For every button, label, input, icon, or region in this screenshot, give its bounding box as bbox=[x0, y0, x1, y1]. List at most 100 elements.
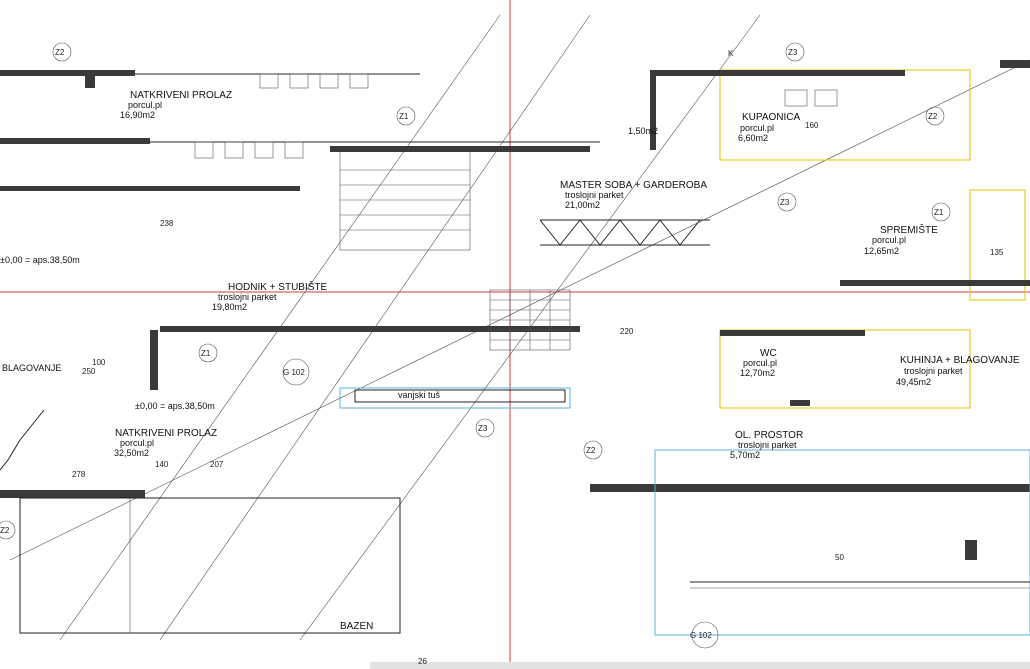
tag-circle-z3-a bbox=[785, 42, 805, 62]
tag-circle-z2-c bbox=[583, 440, 603, 460]
tag-z3-b: Z3 bbox=[780, 198, 790, 207]
tag-circle-z3-c bbox=[475, 418, 495, 438]
pergola-cell-2 bbox=[224, 141, 244, 159]
tag-circle-z2-d bbox=[0, 520, 16, 540]
tag-z2-d: Z2 bbox=[0, 526, 10, 535]
wall-storage bbox=[840, 280, 1030, 286]
room-bathroom: KUPAONICA porcul.pl 6,60m2 bbox=[738, 112, 800, 143]
tag-z2-c: Z2 bbox=[586, 446, 596, 455]
room-dining-left: BLAGOVANJE bbox=[2, 363, 61, 373]
svg-text:49,45m2: 49,45m2 bbox=[896, 377, 931, 387]
dim-140: 140 bbox=[155, 460, 169, 469]
pergola-cell-4 bbox=[284, 141, 304, 159]
tag-g102-b: G 102 bbox=[690, 631, 712, 640]
tag-g102-a: G 102 bbox=[283, 368, 305, 377]
dim-135: 135 bbox=[990, 248, 1004, 257]
tag-z3-c: Z3 bbox=[478, 424, 488, 433]
dim-220: 220 bbox=[620, 327, 634, 336]
svg-text:OL. PROSTOR: OL. PROSTOR bbox=[735, 430, 803, 441]
tag-z3-a: Z3 bbox=[788, 48, 798, 57]
svg-text:troslojni parket: troslojni parket bbox=[565, 190, 624, 200]
svg-text:porcul.pl: porcul.pl bbox=[743, 358, 777, 368]
room-hallway: HODNIK + STUBIŠTE troslojni parket 19,80… bbox=[212, 280, 328, 312]
room-small-area: 1,50m2 bbox=[628, 126, 658, 136]
wall-bottom-left bbox=[0, 490, 145, 498]
wall-living-right bbox=[965, 540, 977, 560]
living-outline-blue bbox=[654, 449, 1030, 636]
tag-circle-z2-a bbox=[52, 42, 72, 62]
dim-278: 278 bbox=[72, 470, 86, 479]
wall-living-top bbox=[590, 484, 1030, 492]
wall-hallway-left bbox=[150, 330, 158, 390]
dim-100: 100 bbox=[92, 358, 106, 367]
svg-text:32,50m2: 32,50m2 bbox=[114, 448, 149, 458]
svg-text:WC: WC bbox=[760, 348, 777, 359]
svg-text:porcul.pl: porcul.pl bbox=[872, 235, 906, 245]
dim-207: 207 bbox=[210, 460, 224, 469]
dim-26: 26 bbox=[418, 657, 427, 666]
svg-text:MASTER SOBA + GARDEROBA: MASTER SOBA + GARDEROBA bbox=[560, 180, 707, 191]
wall-bathroom-top bbox=[650, 70, 905, 76]
svg-text:16,90m2: 16,90m2 bbox=[120, 110, 155, 120]
svg-text:troslojni parket: troslojni parket bbox=[218, 292, 277, 302]
shower-box bbox=[354, 389, 566, 403]
tag-z1-a: Z1 bbox=[399, 112, 409, 121]
room-covered-passage-bottom: NATKRIVENI PROLAZ porcul.pl 32,50m2 bbox=[114, 428, 217, 458]
wardrobe-pattern bbox=[539, 219, 701, 246]
level-marker-b: ±0,00 = aps.38,50m bbox=[135, 401, 215, 411]
tag-z2-a: Z2 bbox=[55, 48, 65, 57]
tag-circle-z3-b bbox=[777, 192, 797, 212]
room-storage: SPREMIŠTE porcul.pl 12,65m2 bbox=[864, 223, 938, 256]
room-kitchen: KUHINJA + BLAGOVANJE troslojni parket 49… bbox=[896, 355, 1020, 387]
wall-kitchen-top bbox=[720, 330, 865, 336]
level-marker-a: ±0,00 = aps.38,50m bbox=[0, 255, 80, 265]
wall-right-upper bbox=[1000, 60, 1030, 68]
pergola-cell-5 bbox=[259, 73, 279, 89]
wall-top-left bbox=[0, 70, 135, 76]
dim-250: 250 bbox=[82, 367, 96, 376]
svg-text:NATKRIVENI PROLAZ: NATKRIVENI PROLAZ bbox=[130, 90, 232, 101]
wall-top-left-column bbox=[85, 76, 95, 88]
svg-text:KUPAONICA: KUPAONICA bbox=[742, 112, 800, 123]
bottom-bar bbox=[370, 662, 1030, 669]
bath-fixture-1 bbox=[784, 89, 808, 107]
left-stair bbox=[0, 409, 45, 471]
svg-text:porcul.pl: porcul.pl bbox=[740, 123, 774, 133]
wall-hallway-bottom bbox=[160, 326, 580, 332]
tag-circle-z1-b bbox=[931, 202, 951, 222]
pergola-cell-6 bbox=[289, 73, 309, 89]
brick-pattern bbox=[489, 289, 571, 351]
wall-hallway-top bbox=[330, 146, 590, 152]
pergola-cell-1 bbox=[194, 141, 214, 159]
pergola-cell-3 bbox=[254, 141, 274, 159]
svg-text:troslojni parket: troslojni parket bbox=[738, 440, 797, 450]
room-wc: WC porcul.pl 12,70m2 bbox=[740, 348, 777, 378]
svg-text:SPREMIŠTE: SPREMIŠTE bbox=[880, 223, 938, 236]
pergola-cell-7 bbox=[319, 73, 339, 89]
svg-text:6,60m2: 6,60m2 bbox=[738, 133, 768, 143]
svg-text:1,50m2: 1,50m2 bbox=[628, 126, 658, 136]
tag-circle-z2-b bbox=[925, 106, 945, 126]
storage-outline bbox=[969, 189, 1026, 301]
svg-text:porcul.pl: porcul.pl bbox=[120, 438, 154, 448]
pergola-cell-8 bbox=[349, 73, 369, 89]
tag-z2-b: Z2 bbox=[928, 112, 938, 121]
svg-text:21,00m2: 21,00m2 bbox=[565, 200, 600, 210]
svg-text:KUHINJA + BLAGOVANJE: KUHINJA + BLAGOVANJE bbox=[900, 355, 1020, 366]
svg-text:porcul.pl: porcul.pl bbox=[128, 100, 162, 110]
svg-text:troslojni parket: troslojni parket bbox=[904, 366, 963, 376]
dim-50: 50 bbox=[835, 553, 844, 562]
svg-text:NATKRIVENI PROLAZ: NATKRIVENI PROLAZ bbox=[115, 428, 217, 439]
room-master: MASTER SOBA + GARDEROBA troslojni parket… bbox=[560, 180, 707, 210]
svg-text:HODNIK + STUBIŠTE: HODNIK + STUBIŠTE bbox=[228, 280, 328, 293]
tag-circle-z1-c bbox=[198, 343, 218, 363]
tag-z1-c: Z1 bbox=[201, 349, 211, 358]
tag-k: K bbox=[728, 49, 734, 58]
tag-z1-b: Z1 bbox=[934, 208, 944, 217]
svg-text:5,70m2: 5,70m2 bbox=[730, 450, 760, 460]
wall-kitchen-bottom bbox=[790, 400, 810, 406]
shower-outline bbox=[339, 387, 571, 409]
wall-top-left-mid bbox=[0, 138, 150, 144]
room-pool: BAZEN bbox=[340, 621, 373, 632]
